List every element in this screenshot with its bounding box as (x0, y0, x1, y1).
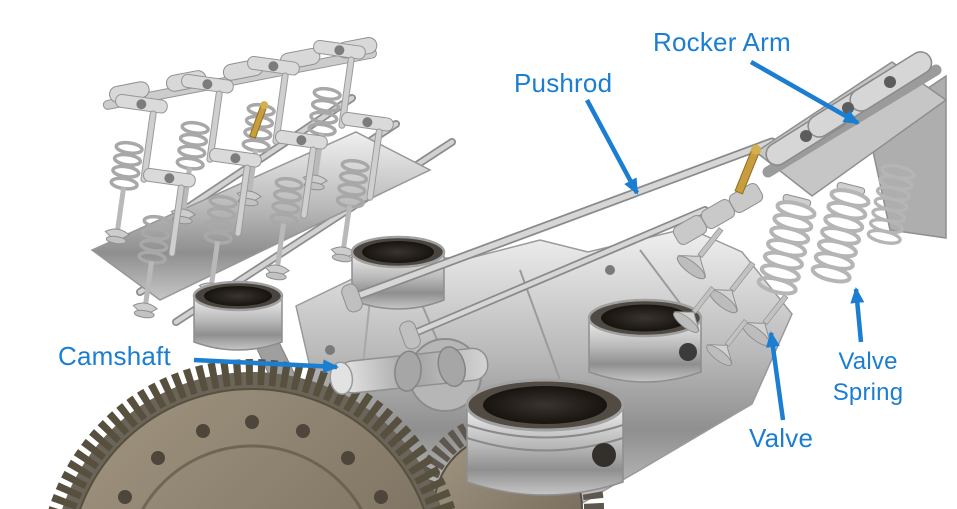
right-lifters (672, 183, 764, 245)
piston-left (192, 280, 284, 351)
arrow-camshaft (193, 357, 339, 374)
valve-spring-part (755, 161, 917, 299)
piston-foreground (465, 378, 625, 496)
label-camshaft: Camshaft (58, 341, 171, 371)
brass-rod-left (249, 101, 269, 139)
pushrod-part (341, 137, 777, 350)
label-rocker-arm: Rocker Arm (653, 27, 791, 57)
brass-rod-right (734, 144, 761, 195)
label-pushrod: Pushrod (514, 68, 613, 98)
label-valve-spring: Valve Spring (820, 346, 916, 408)
label-valve: Valve (749, 423, 814, 453)
label-valve-spring-line1: Valve (838, 348, 898, 375)
piston-right (587, 298, 703, 383)
flywheel-gear (48, 359, 456, 509)
camshaft-part (329, 346, 489, 395)
label-valve-spring-line2: Spring (832, 379, 904, 406)
arrow-pushrod (585, 98, 639, 195)
arrow-valve (765, 331, 786, 421)
arrow-valve-spring (850, 287, 865, 343)
arrow-rocker-arm (749, 60, 860, 125)
